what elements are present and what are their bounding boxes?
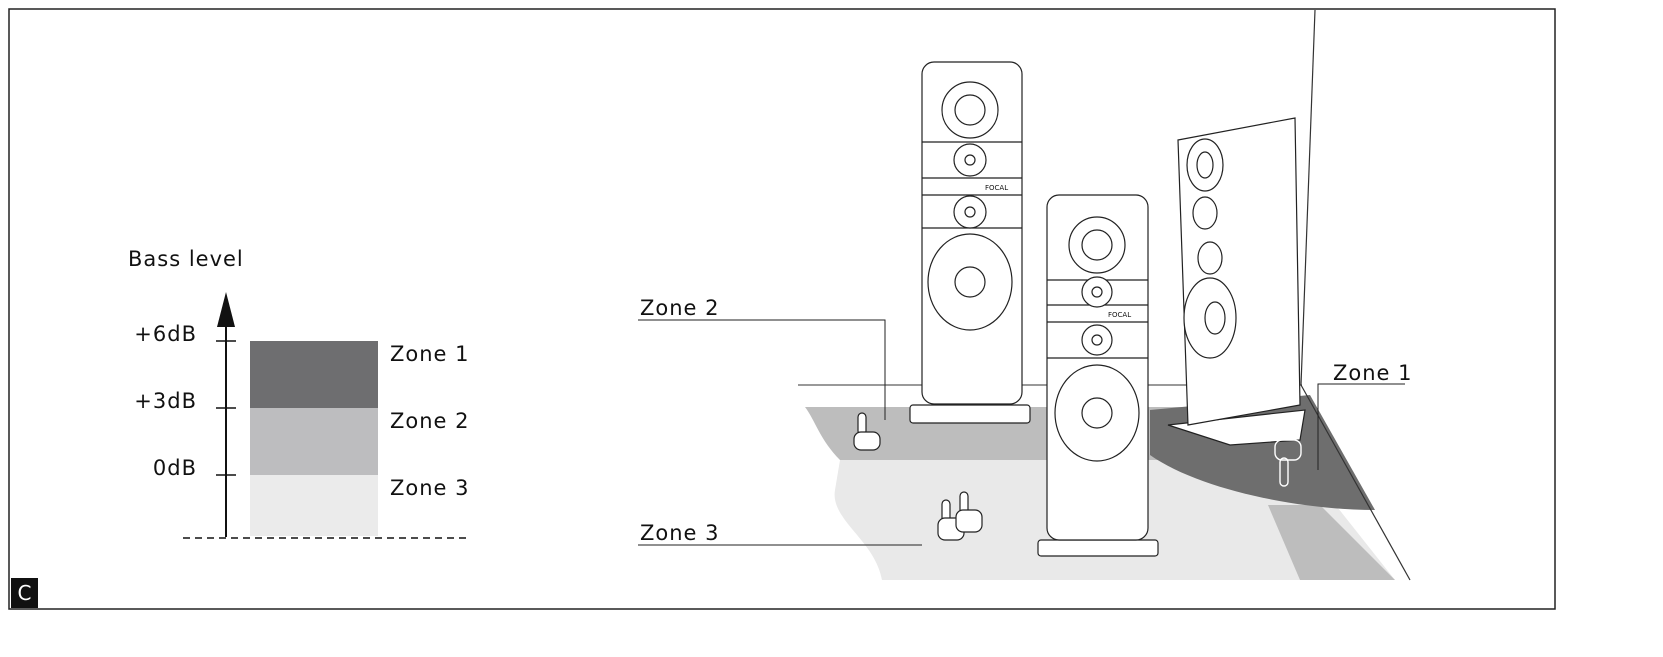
callout-zone1: Zone 1	[1333, 361, 1413, 385]
leader-line	[638, 319, 886, 420]
wall-corner-line	[1300, 9, 1316, 386]
callout-zone2: Zone 2	[640, 296, 720, 320]
zone-label: Zone 2	[390, 409, 470, 433]
zone2-bar	[250, 408, 378, 475]
zone1-bar	[250, 341, 378, 408]
tick-label: +3dB	[134, 389, 197, 413]
frame	[8, 8, 1556, 610]
axis-title: Bass level	[128, 247, 244, 271]
callout-zone3: Zone 3	[640, 521, 720, 545]
speaker-back-left: FOCAL	[909, 61, 1031, 424]
floor-zone2-corner	[1268, 505, 1395, 580]
axis-arrow-icon	[217, 292, 235, 327]
speaker-corner	[1167, 117, 1306, 446]
leader-line	[1317, 383, 1405, 470]
double-thumbs-up-icon	[937, 491, 983, 541]
zone-label: Zone 3	[390, 476, 470, 500]
room-illustration: FOCAL FOCAL	[638, 9, 1413, 581]
thumbs-down-icon	[1274, 439, 1302, 487]
tick-label: 0dB	[153, 456, 197, 480]
floor-corner-line	[1300, 384, 1411, 581]
speaker-logo: FOCAL	[985, 184, 1008, 192]
thumbs-up-icon	[853, 412, 881, 451]
bass-level-chart: Bass level +6dB +3dB 0dB Zone 1 Zone 2 Z…	[128, 247, 470, 539]
speaker-logo: FOCAL	[1108, 311, 1131, 319]
speaker-front: FOCAL	[1037, 194, 1159, 557]
zone-label: Zone 1	[390, 342, 470, 366]
tick-label: +6dB	[134, 322, 197, 346]
zone3-bar	[250, 475, 378, 536]
panel-badge: C	[11, 578, 38, 608]
